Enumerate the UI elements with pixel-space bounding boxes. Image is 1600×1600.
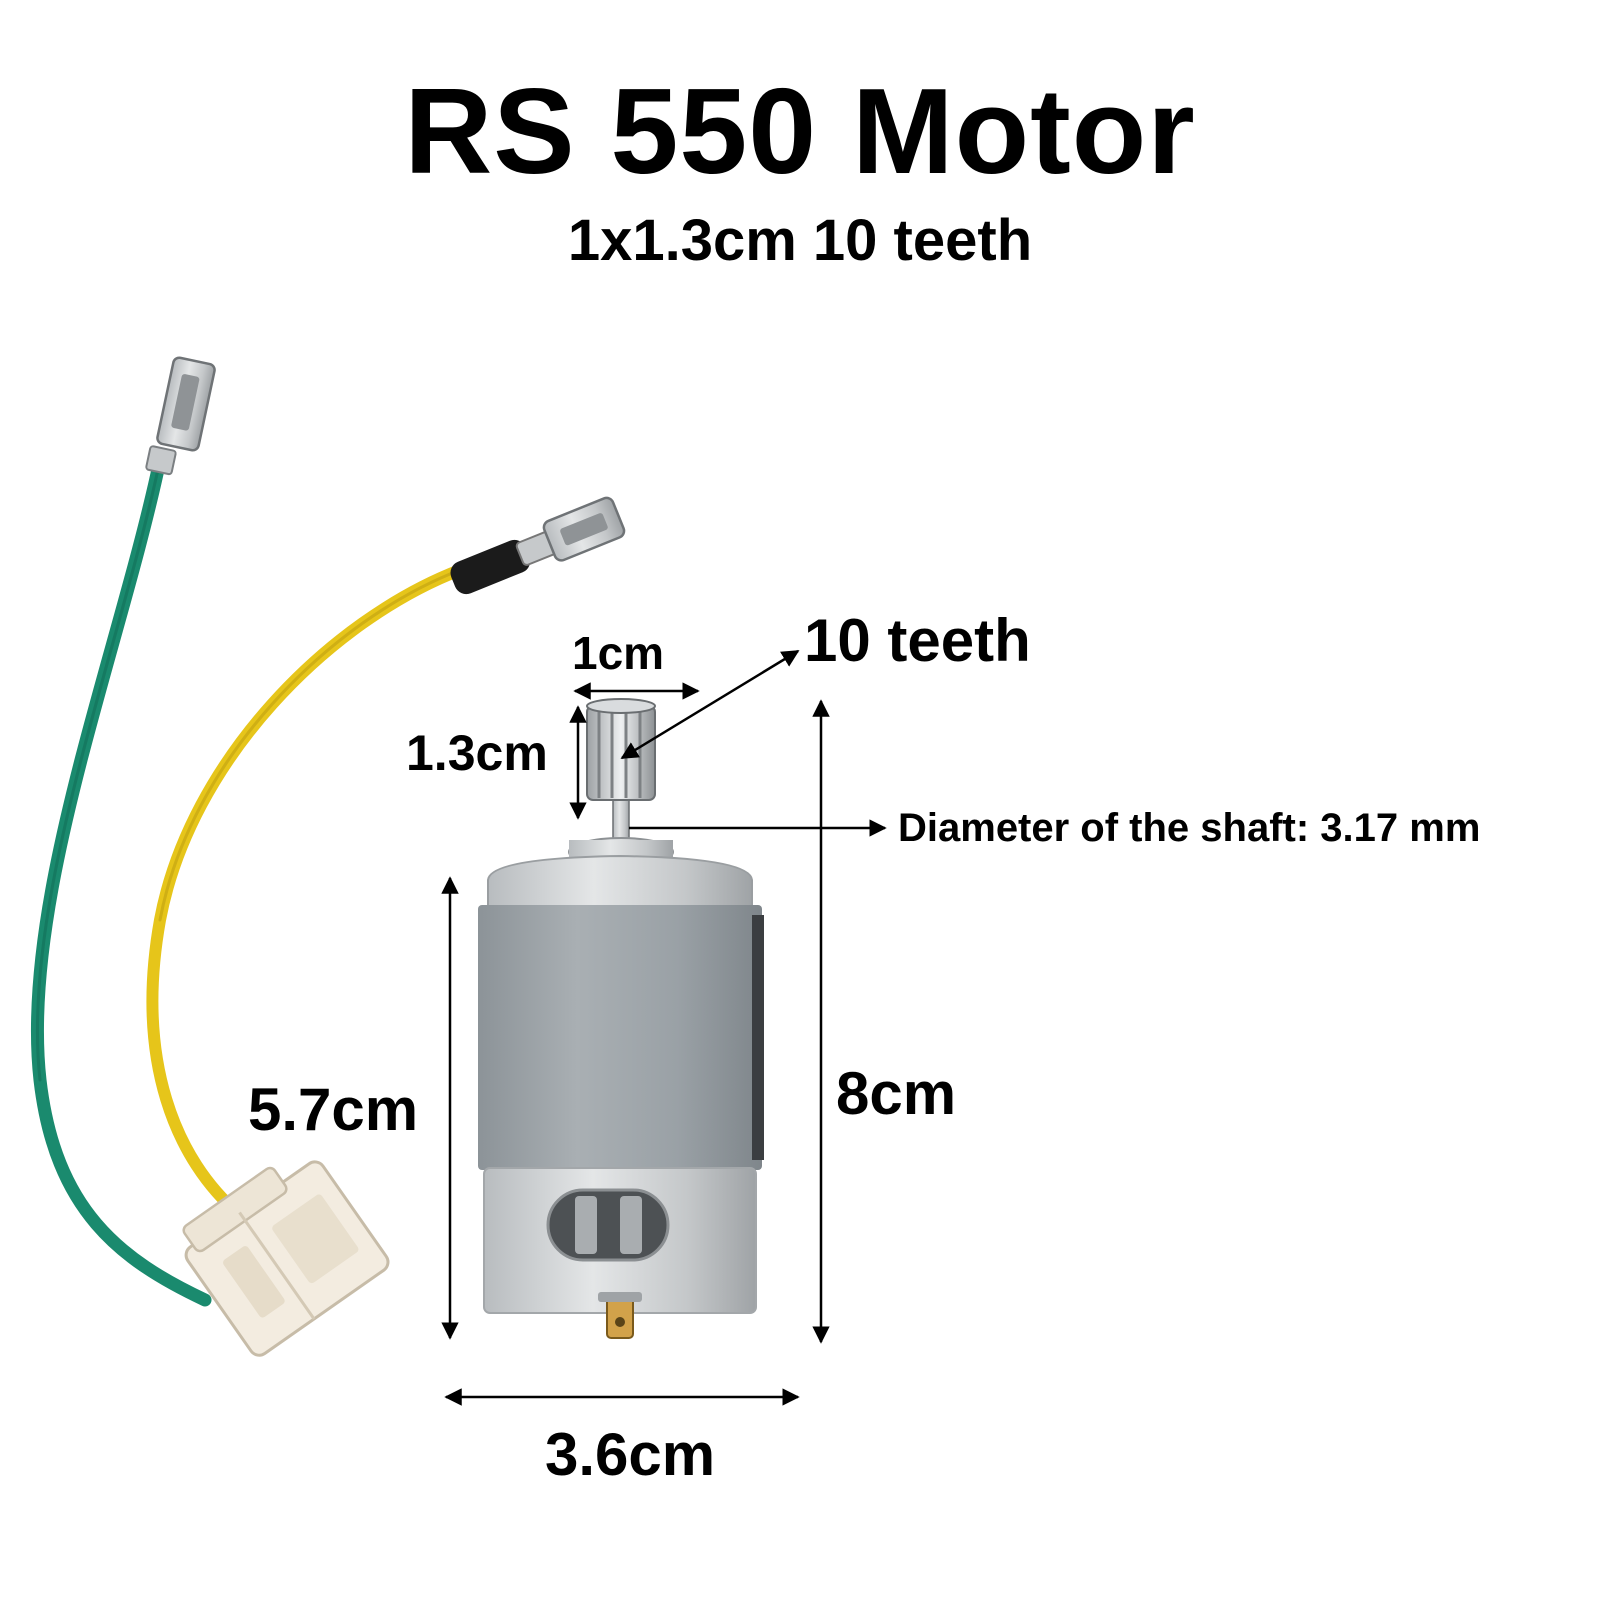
gear-width-label: 1cm [572, 627, 665, 679]
yellow-wire-terminal [450, 496, 626, 595]
yellow-wire [146, 496, 626, 1221]
page-subtitle: 1x1.3cm 10 teeth [567, 208, 1033, 273]
body-height-label: 5.7cm [248, 1076, 419, 1143]
green-wire-terminal [145, 356, 216, 476]
pinion-gear [586, 698, 656, 801]
wire-connector [182, 1160, 390, 1357]
gear-height-label: 1.3cm [406, 725, 548, 781]
body-width-label: 3.6cm [545, 1421, 716, 1488]
motor-can [478, 905, 762, 1170]
total-height-label: 8cm [836, 1060, 957, 1127]
teeth-label: 10 teeth [804, 607, 1031, 674]
teeth-pointer-arrow [620, 649, 800, 760]
page-title: RS 550 Motor [404, 63, 1196, 199]
motor [478, 799, 764, 1339]
dimension-lines [441, 649, 887, 1406]
green-wire [30, 356, 216, 1307]
shaft-diameter-label: Diameter of the shaft: 3.17 mm [898, 806, 1481, 850]
